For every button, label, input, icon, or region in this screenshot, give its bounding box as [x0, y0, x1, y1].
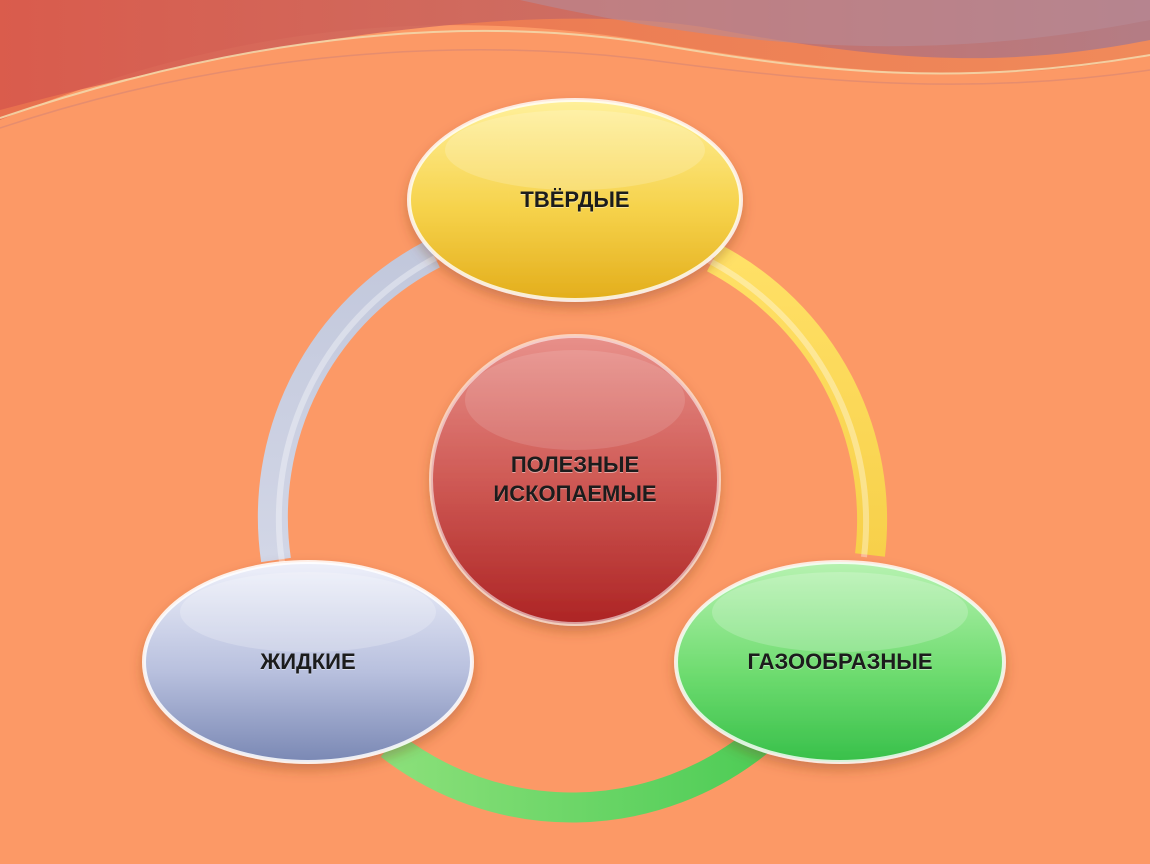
gaseous-node-shape — [674, 560, 1006, 764]
ring-arc-gaseous-to-liquid — [380, 728, 770, 823]
liquid-node-label: ЖИДКИЕ — [260, 648, 356, 674]
ring-arc-solid-to-gaseous — [707, 244, 888, 557]
ring-arc-liquid-to-solid — [257, 240, 440, 563]
solid-node-shape — [407, 98, 743, 302]
gaseous-node-label: ГАЗООБРАЗНЫЕ — [747, 648, 933, 674]
center-node-shape — [429, 334, 721, 626]
solid-node: ТВЁРДЫЕ — [425, 170, 725, 230]
gaseous-node: ГАЗООБРАЗНЫЕ — [690, 632, 990, 692]
center-node: ПОЛЕЗНЫЕ ИСКОПАЕМЫЕ — [445, 400, 705, 560]
center-node-label: ПОЛЕЗНЫЕ ИСКОПАЕМЫЕ — [493, 452, 657, 506]
liquid-node-shape — [142, 560, 474, 764]
header-wave-decoration — [0, 0, 1150, 129]
solid-node-label: ТВЁРДЫЕ — [520, 186, 630, 212]
liquid-node: ЖИДКИЕ — [158, 632, 458, 692]
cycle-ring — [257, 240, 888, 823]
